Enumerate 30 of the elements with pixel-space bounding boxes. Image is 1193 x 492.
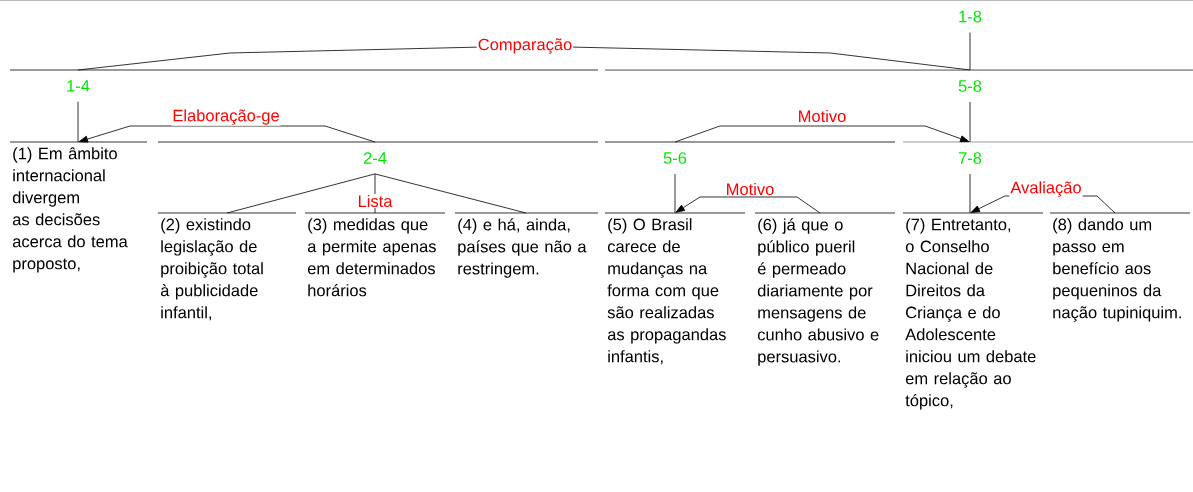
relation-arrow [674, 125, 970, 143]
text-segment: (6) já que o público pueril é permeado diariamente por mensagens de cunho abusivo e persuasivo. [754, 212, 896, 366]
span-line [226, 173, 376, 214]
relation-label: Avaliação [1009, 180, 1083, 198]
relation-arrow [78, 125, 376, 143]
relation-label: Elaboração-ge [171, 108, 281, 126]
span-node: 1-4 [9, 69, 599, 92]
text-segment: (4) e há, ainda, países que não a restringem. [454, 212, 599, 278]
text-segment: (8) dando um passo em benefício aos pequeninos da nação tupiniquim. [1049, 212, 1191, 322]
relation-label: Motivo [724, 181, 776, 197]
span-line [374, 173, 527, 214]
span-node: 5-6 [604, 141, 896, 164]
text-segment: (1) Em âmbito internacional divergem as decisões acerca do tema proposto, [9, 141, 148, 273]
span-line [674, 173, 676, 214]
relation-label: Motivo [796, 108, 848, 124]
text-segment: (5) O Brasil carece de mudanças na forma com que são realizadas as propagandas infantis, [604, 212, 746, 365]
relation-arrow [675, 196, 821, 214]
span-line [969, 101, 971, 143]
span-line [77, 101, 79, 143]
span-line [969, 173, 971, 214]
relation-line [77, 45, 971, 71]
span-node: 1-8 [0, 0, 1193, 23]
span-node: 2-4 [157, 141, 599, 164]
relation-label: Lista [356, 193, 394, 209]
relation-label: Comparação [476, 37, 574, 55]
text-segment: (3) medidas que a permite apenas em determinados horários [304, 212, 446, 297]
span-line [969, 32, 971, 71]
text-segment: (2) existindo legislação de proibição total à publicidade infantil, [157, 212, 297, 321]
span-node: 5-8 [604, 69, 1193, 92]
text-segment: (7) Entretanto, o Conselho Nacional de Direitos da Criança e do Adolescente iniciou um debate em relação ao tópico, [902, 212, 1044, 410]
